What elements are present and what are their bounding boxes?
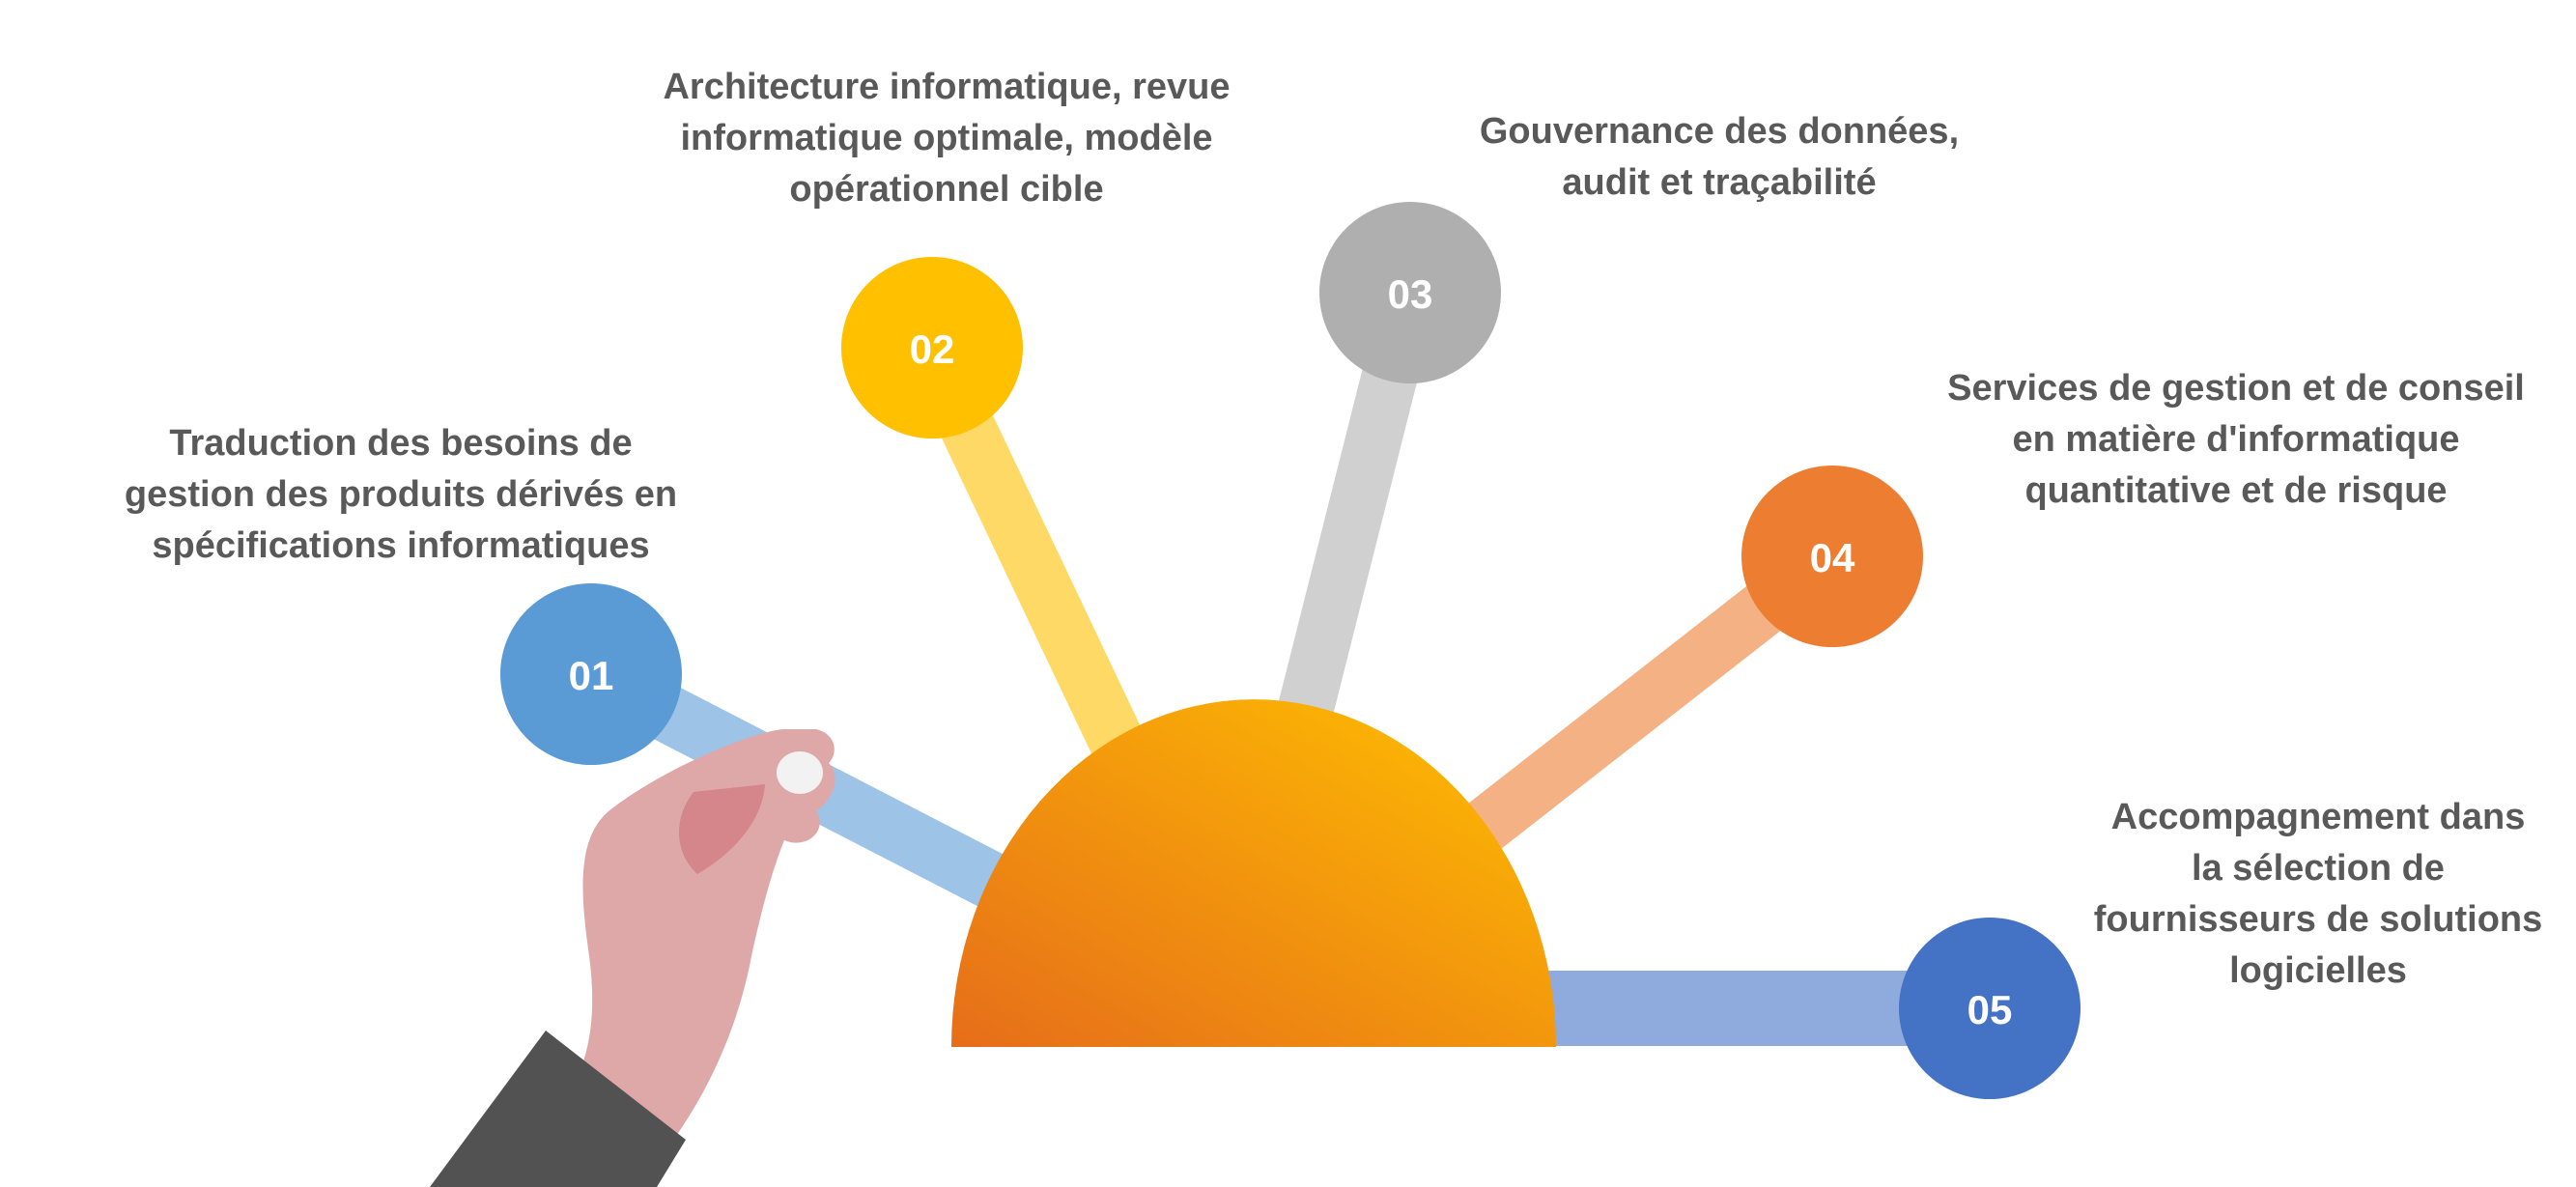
label-04-line-3: quantitative et de risque [2024,470,2448,511]
number-02: 02 [910,326,955,372]
circle-04 [1741,466,1923,647]
label-02: Architecture informatique, revue informa… [609,62,1285,215]
label-03: Gouvernance des données, audit et traçab… [1430,106,2009,209]
label-02-line-2: informatique optimale, modèle [680,118,1213,158]
circle-01 [500,583,682,765]
hand-illustration [430,729,835,1187]
label-01-line-3: spécifications informatiques [152,525,650,566]
label-04-line-1: Services de gestion et de conseil [1947,368,2525,409]
label-05-line-3: fournisseurs de solutions [2093,899,2543,940]
label-04: Services de gestion et de conseil en mat… [1912,363,2560,517]
hand-palm [580,729,835,1149]
label-03-line-1: Gouvernance des données, [1479,111,1960,152]
hand-knuckle [678,784,765,874]
label-05-line-2: la sélection de [2192,848,2445,889]
jacket-sleeve [430,1031,686,1187]
label-02-line-1: Architecture informatique, revue [663,67,1231,107]
number-01: 01 [569,653,614,698]
label-01-line-2: gestion des produits dérivés en [124,474,678,515]
label-05: Accompagnement dans la sélection de four… [2067,792,2569,997]
number-04: 04 [1810,535,1855,580]
number-03: 03 [1388,271,1433,317]
label-05-line-1: Accompagnement dans [2110,797,2526,837]
label-01: Traduction des besoins de gestion des pr… [87,418,715,572]
circle-03 [1319,202,1501,383]
circle-02 [841,257,1023,438]
label-05-line-4: logicielles [2229,950,2407,991]
label-03-line-2: audit et traçabilité [1562,162,1877,203]
thumbnail [777,751,823,794]
number-05: 05 [1967,987,2013,1032]
label-01-line-1: Traduction des besoins de [169,423,633,464]
label-04-line-2: en matière d'informatique [2012,419,2460,460]
sun-half-circle [951,699,1556,1047]
circle-05 [1899,918,2081,1099]
label-02-line-3: opérationnel cible [789,169,1104,210]
